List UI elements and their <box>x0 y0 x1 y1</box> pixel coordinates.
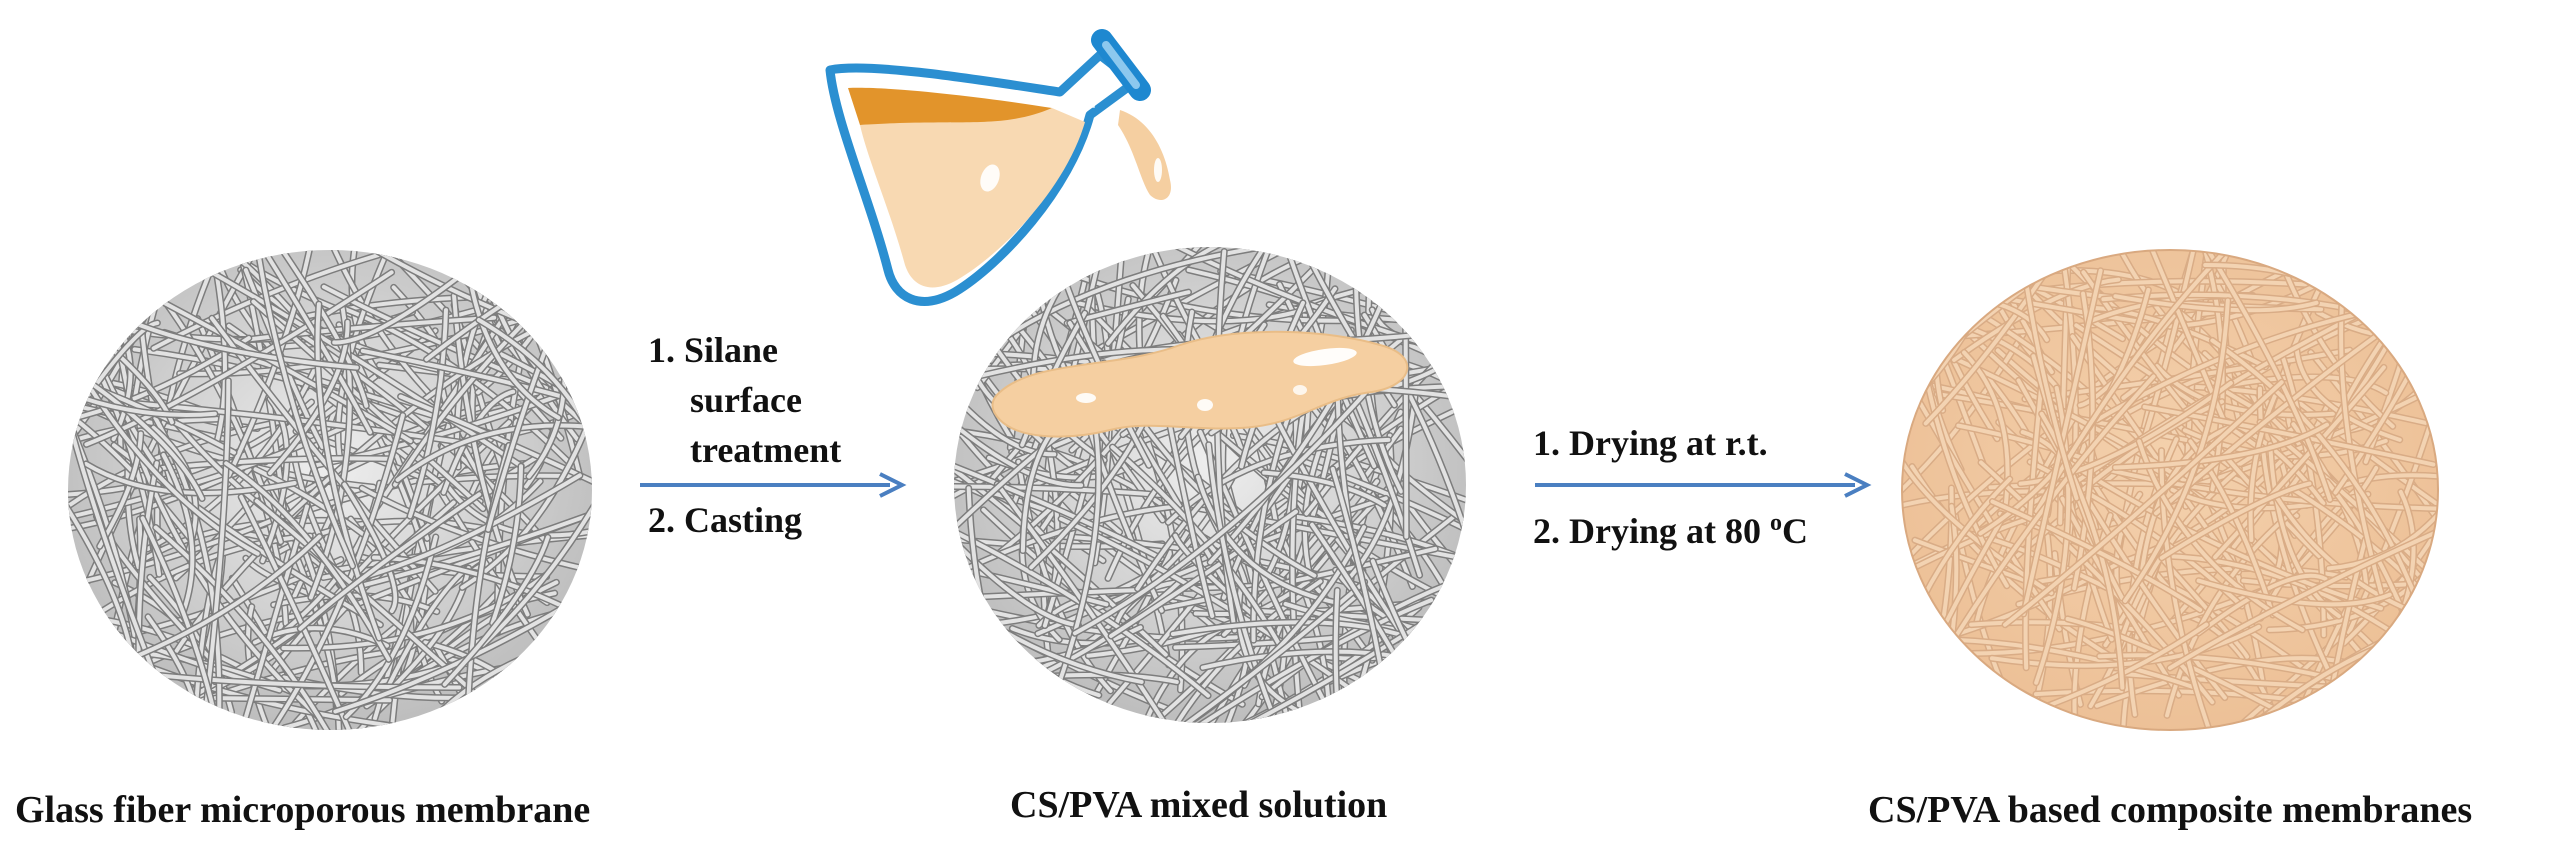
caption-glass-fiber: Glass fiber microporous membrane <box>15 791 590 829</box>
degree-superscript: o <box>1770 510 1782 536</box>
step1-treatment-label: treatment <box>690 432 841 468</box>
step2-drying-80-label: 2. Drying at 80 oC <box>1533 513 1808 549</box>
step2-drying-80-text: 2. Drying at 80 <box>1533 511 1770 551</box>
fiber-strand <box>1405 269 1406 536</box>
glass-fiber-disc <box>0 132 719 842</box>
arrow-step-1 <box>640 474 902 496</box>
caption-cs-pva-solution: CS/PVA mixed solution <box>1010 786 1387 824</box>
step2-drying-rt-label: 1. Drying at r.t. <box>1533 425 1768 461</box>
step2-celsius-text: C <box>1782 511 1808 551</box>
composite-membrane-disc <box>1815 127 2549 829</box>
caption-composite-membranes: CS/PVA based composite membranes <box>1868 791 2472 829</box>
flask-icon <box>830 28 1140 303</box>
step1-surface-label: surface <box>690 382 802 418</box>
step1-silane-label: 1. Silane <box>648 332 778 368</box>
arrow-step-2 <box>1535 474 1867 496</box>
step1-casting-label: 2. Casting <box>648 502 802 538</box>
pour-stream-icon <box>1118 110 1171 200</box>
